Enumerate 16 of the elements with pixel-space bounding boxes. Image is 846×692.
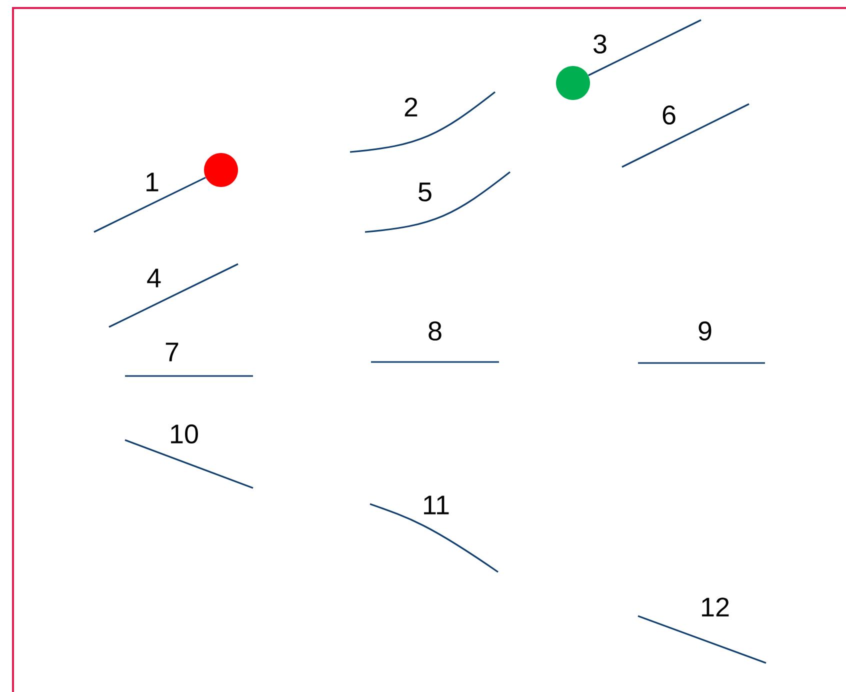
dot (204, 153, 238, 187)
line-number: 5 (418, 182, 432, 202)
line-number: 7 (166, 342, 178, 362)
line-number: 6 (662, 105, 676, 125)
line-number: 4 (147, 268, 161, 288)
dot (556, 66, 590, 100)
line (588, 19, 702, 76)
line (94, 176, 206, 233)
line-number: 2 (404, 98, 418, 116)
line-number: 9 (698, 321, 712, 341)
line-number: 1 (146, 172, 158, 192)
line-number: 8 (428, 321, 442, 341)
line-number: 10 (171, 424, 198, 444)
line-number: 11 (424, 496, 449, 514)
line-number: 3 (594, 34, 606, 54)
line-number: 12 (702, 598, 729, 616)
